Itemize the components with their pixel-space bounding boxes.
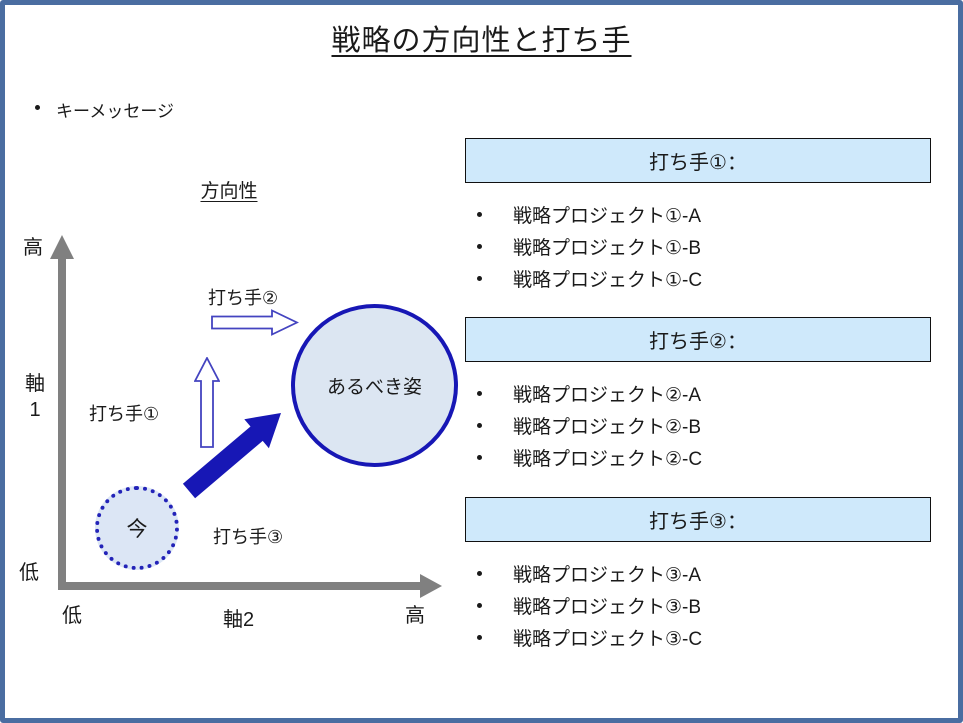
list-item: 戦略プロジェクト①-C [473, 262, 931, 294]
target-state-label: あるべき姿 [326, 377, 422, 398]
measure3-arrow-label: 打ち手③ [213, 527, 284, 547]
list-item: 戦略プロジェクト①-B [473, 230, 931, 262]
current-state-label: 今 [126, 518, 148, 541]
measure2-header: 打ち手②： [465, 317, 931, 362]
page-title: 戦略の方向性と打ち手 [331, 25, 632, 57]
list-item: 戦略プロジェクト③-C [473, 621, 931, 653]
measure2-arrow-label: 打ち手② [208, 288, 279, 308]
measure2-project-list: 戦略プロジェクト②-A 戦略プロジェクト②-B 戦略プロジェクト②-C [465, 377, 931, 473]
x-axis-arrowhead-icon [420, 574, 442, 598]
list-item: 戦略プロジェクト①-A [473, 198, 931, 230]
y-axis-title-line2: 1 [29, 399, 41, 421]
x-axis-high-label: 高 [405, 605, 425, 627]
y-axis-arrowhead-icon [50, 235, 74, 259]
current-state-circle: 今 [95, 486, 179, 570]
y-axis-low-label: 低 [19, 562, 39, 584]
measure2-right-arrow-icon [211, 309, 299, 336]
y-axis-high-label: 高 [23, 237, 43, 259]
measure3-header: 打ち手③： [465, 497, 931, 542]
measure3-diagonal-arrow-icon [182, 413, 281, 499]
key-message-text: キーメッセージ [56, 102, 174, 121]
x-axis-title: 軸2 [223, 609, 255, 631]
key-message-bullet: キーメッセージ [35, 97, 174, 122]
measure1-up-arrow-icon [194, 357, 220, 448]
measure2-section: 打ち手②： 戦略プロジェクト②-A 戦略プロジェクト②-B 戦略プロジェクト②-… [465, 317, 931, 473]
measure3-project-list: 戦略プロジェクト③-A 戦略プロジェクト③-B 戦略プロジェクト③-C [465, 557, 931, 653]
x-axis-low-label: 低 [62, 605, 82, 627]
bullet-icon [35, 105, 40, 110]
list-item: 戦略プロジェクト②-A [473, 377, 931, 409]
y-axis-line [58, 257, 66, 590]
list-item: 戦略プロジェクト③-A [473, 557, 931, 589]
x-axis-line [58, 582, 420, 590]
list-item: 戦略プロジェクト②-B [473, 409, 931, 441]
matrix-heading: 方向性 [200, 181, 258, 202]
y-axis-title: 軸 1 [19, 371, 51, 423]
target-state-circle: あるべき姿 [291, 304, 458, 467]
measure1-project-list: 戦略プロジェクト①-A 戦略プロジェクト①-B 戦略プロジェクト①-C [465, 198, 931, 294]
measure1-header: 打ち手①： [465, 138, 931, 183]
measure1-arrow-label: 打ち手① [89, 404, 160, 424]
list-item: 戦略プロジェクト③-B [473, 589, 931, 621]
measure1-section: 打ち手①： 戦略プロジェクト①-A 戦略プロジェクト①-B 戦略プロジェクト①-… [465, 138, 931, 294]
y-axis-title-line1: 軸 [25, 373, 45, 395]
measure3-section: 打ち手③： 戦略プロジェクト③-A 戦略プロジェクト③-B 戦略プロジェクト③-… [465, 497, 931, 653]
list-item: 戦略プロジェクト②-C [473, 441, 931, 473]
